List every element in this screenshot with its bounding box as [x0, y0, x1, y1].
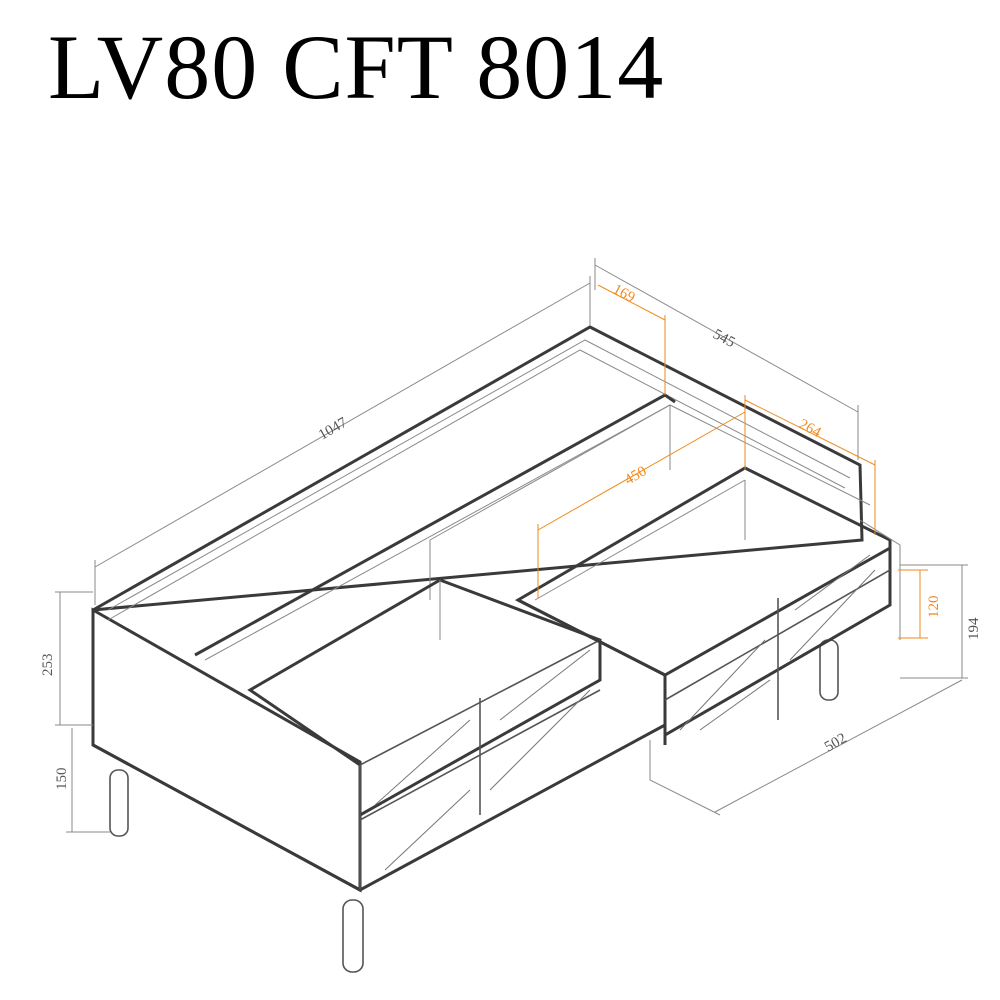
- dim-body-height-label: 253: [40, 654, 56, 677]
- dimension-lines: [55, 258, 968, 833]
- dim-drawer-height-label: 120: [926, 596, 942, 619]
- dim-drawer-side-label: 169: [610, 281, 637, 306]
- table-body: [91, 325, 871, 973]
- dim-width-label: 1047: [316, 414, 350, 443]
- extended-drawer: [514, 466, 901, 816]
- dim-drawer-depth-label: 450: [622, 463, 649, 488]
- dim-leg-height-label: 150: [54, 768, 70, 791]
- legs: [109, 639, 839, 973]
- dim-extension-depth-label: 502: [822, 730, 849, 755]
- page-title: LV80 CFT 8014: [48, 16, 665, 118]
- dim-drawer-total-height-label: 194: [966, 617, 982, 640]
- dim-depth-label: 545: [710, 326, 737, 351]
